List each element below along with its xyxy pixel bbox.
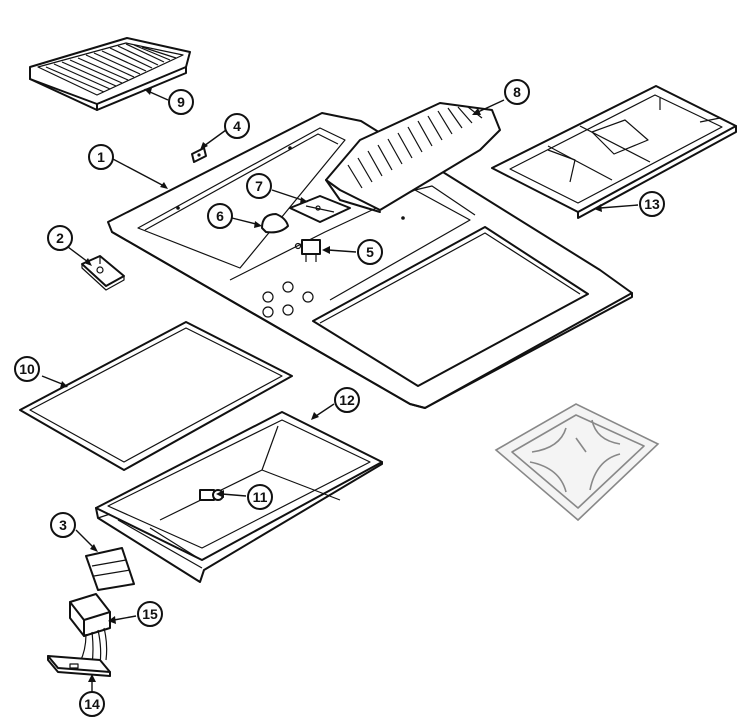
part-10-gasket	[19, 321, 293, 471]
callout-13: 13	[639, 191, 665, 217]
callout-12: 12	[334, 387, 360, 413]
callout-13-label: 13	[644, 196, 660, 212]
part-9-grille	[29, 37, 191, 111]
callout-9: 9	[168, 89, 194, 115]
callout-14: 14	[79, 691, 105, 717]
callout-4: 4	[224, 113, 250, 139]
callout-1: 1	[88, 144, 114, 170]
callout-2: 2	[47, 225, 73, 251]
callout-4-label: 4	[233, 118, 241, 134]
callout-3: 3	[50, 512, 76, 538]
callout-5-label: 5	[366, 244, 374, 260]
callout-11-label: 11	[253, 489, 268, 505]
part-3-pad	[85, 547, 135, 591]
part-13-grate	[491, 85, 737, 219]
callout-6: 6	[207, 203, 233, 229]
part-12-pan	[95, 411, 383, 583]
part-14-bracket	[47, 655, 111, 677]
callout-8: 8	[504, 79, 530, 105]
callout-7: 7	[246, 173, 272, 199]
callout-12-label: 12	[339, 392, 355, 408]
part-8-vent-cover	[325, 102, 501, 213]
callout-11: 11	[247, 484, 273, 510]
callout-3-label: 3	[59, 517, 67, 533]
callout-1-label: 1	[97, 149, 105, 165]
callout-14-label: 14	[84, 696, 100, 712]
callout-6-label: 6	[216, 208, 224, 224]
part-5-switch	[294, 239, 321, 262]
callout-10-label: 10	[19, 361, 35, 377]
callout-2-label: 2	[56, 230, 64, 246]
alternate-grate-ghost	[494, 403, 660, 522]
callout-10: 10	[14, 356, 40, 382]
callout-7-label: 7	[255, 178, 263, 194]
part-6-knob	[261, 213, 289, 234]
part-15-module	[69, 593, 111, 665]
callout-8-label: 8	[513, 84, 521, 100]
part-2-component	[81, 255, 125, 291]
part-4-clip	[191, 147, 207, 163]
callout-5: 5	[357, 239, 383, 265]
callout-15-label: 15	[142, 606, 158, 622]
callout-15: 15	[137, 601, 163, 627]
callout-9-label: 9	[177, 94, 185, 110]
